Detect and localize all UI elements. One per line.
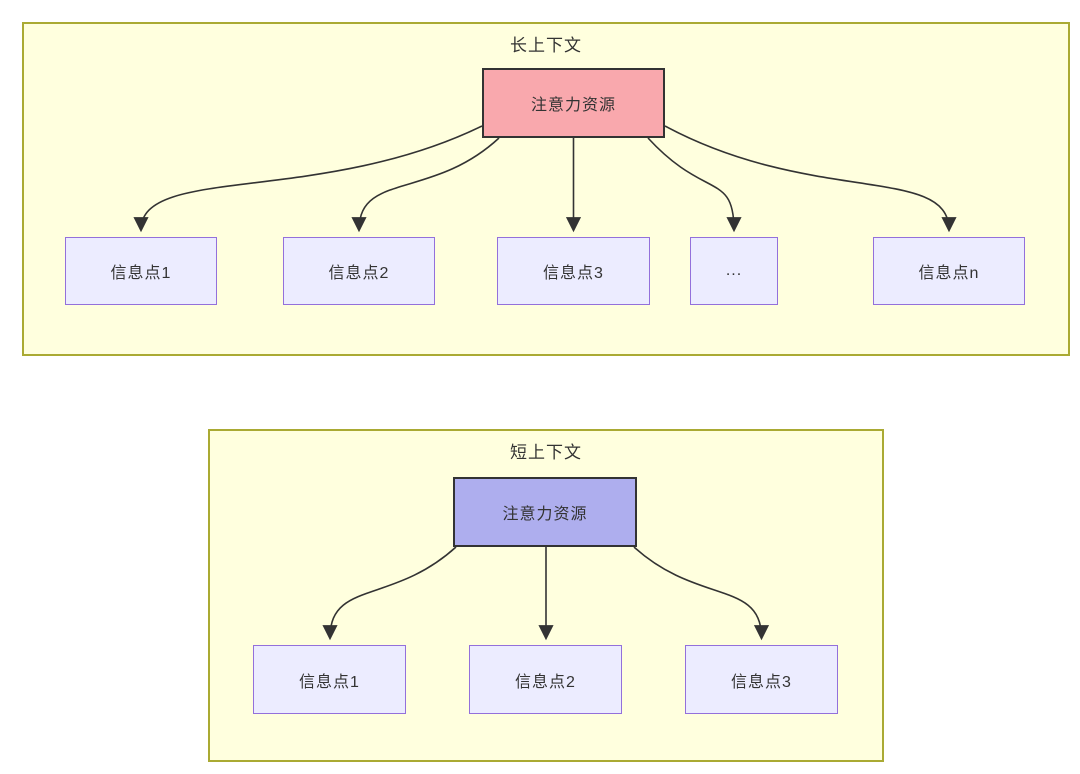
node-short-info-1-label: 信息点1 xyxy=(299,673,360,691)
node-long-info-2: 信息点2 xyxy=(283,237,435,305)
node-long-info-n: 信息点n xyxy=(873,237,1025,305)
subgraph-short-context-title: 短上下文 xyxy=(510,443,582,462)
node-attention-long: 注意力资源 xyxy=(482,68,665,138)
node-short-info-1: 信息点1 xyxy=(253,645,406,714)
node-attention-short: 注意力资源 xyxy=(453,477,637,547)
node-short-info-3: 信息点3 xyxy=(685,645,838,714)
node-long-info-3: 信息点3 xyxy=(497,237,650,305)
node-short-info-3-label: 信息点3 xyxy=(731,673,792,691)
node-short-info-2: 信息点2 xyxy=(469,645,622,714)
node-long-info-dots: ... xyxy=(690,237,778,305)
node-long-info-1-label: 信息点1 xyxy=(110,265,172,282)
node-attention-long-label: 注意力资源 xyxy=(530,97,616,114)
node-short-info-2-label: 信息点2 xyxy=(515,673,576,691)
node-attention-short-label: 注意力资源 xyxy=(502,506,588,523)
node-long-info-1: 信息点1 xyxy=(65,237,217,305)
node-long-info-2-label: 信息点2 xyxy=(328,265,390,282)
subgraph-long-context-title: 长上下文 xyxy=(510,36,582,55)
node-long-info-n-label: 信息点n xyxy=(918,265,980,282)
node-long-info-dots-label: ... xyxy=(725,262,743,279)
node-long-info-3-label: 信息点3 xyxy=(543,265,604,282)
